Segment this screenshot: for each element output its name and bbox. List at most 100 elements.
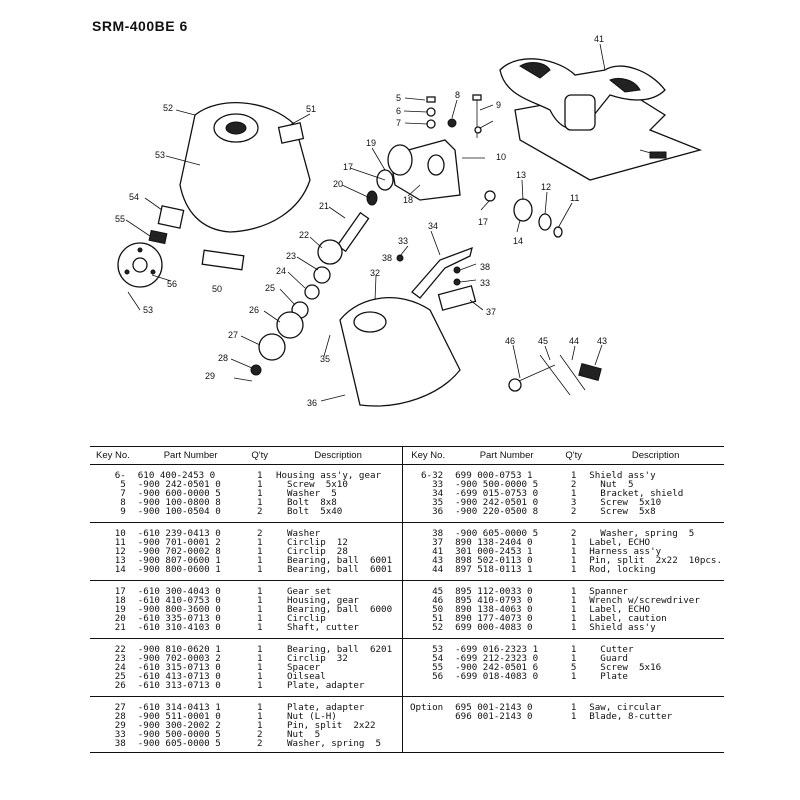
callout-14: 14 — [513, 236, 523, 246]
shield-52-drawing — [179, 102, 311, 233]
cell-desc: Guard — [589, 653, 628, 664]
cell-part: 696 001-2143 0 — [455, 711, 533, 722]
cell-desc — [587, 681, 724, 697]
callout-35: 35 — [320, 354, 330, 364]
callout-46: 46 — [505, 336, 515, 346]
cell-key: 33 — [114, 729, 126, 740]
circlip-20 — [366, 190, 378, 206]
callout-23: 23 — [286, 251, 296, 261]
cell-key: 8 — [120, 497, 126, 508]
cell-key — [402, 721, 454, 730]
cell-qty: 1 — [570, 613, 577, 624]
cell-part: -900 605-0000 5 — [135, 739, 246, 753]
cell-key: 28 — [114, 711, 126, 722]
cell-desc — [587, 730, 724, 739]
callout-33b: 33 — [480, 278, 490, 288]
cell-qty: 1 — [570, 644, 577, 655]
cell-desc: Screw 5x16 — [589, 662, 662, 673]
circlip-12 — [538, 213, 552, 231]
cell-part: 695 001-2143 0 — [455, 702, 533, 713]
cell-qty: 1 — [256, 702, 263, 713]
cell-desc: Wrench w/screwdriver — [589, 595, 700, 606]
callout-27: 27 — [228, 330, 238, 340]
cell-part: -900 511-0001 0 — [137, 711, 221, 722]
cell-desc: Saw, circular — [589, 702, 662, 713]
cell-qty: 5 — [570, 662, 577, 673]
callout-8: 8 — [455, 90, 460, 100]
cell-part: 897 518-0113 1 — [453, 565, 561, 581]
cell-desc: Nut 5 — [275, 729, 321, 740]
cell-part: -900 242-0501 6 — [455, 662, 539, 673]
tools-drawing — [508, 354, 602, 396]
screw-55 — [148, 229, 168, 245]
harness-assy-drawing — [499, 58, 703, 181]
cell-desc: Housing ass'y, gear — [275, 470, 382, 481]
label-caution-51 — [277, 122, 305, 144]
cell-qty — [560, 681, 588, 697]
cell-desc: Nut 5 — [589, 479, 634, 490]
cell-desc: Oilseal — [275, 671, 326, 682]
cell-qty: 1 — [570, 537, 577, 548]
callout-55: 55 — [115, 214, 125, 224]
callout-12: 12 — [541, 182, 551, 192]
page-title: SRM-400BE 6 — [92, 18, 188, 34]
cell-key: 53 — [402, 638, 454, 654]
cell-qty: 1 — [570, 488, 577, 499]
cell-key: 54 — [402, 654, 454, 663]
cell-key: 10 — [114, 528, 126, 539]
cell-qty: 2 — [560, 507, 588, 523]
cell-part: -610 410-0753 0 — [137, 595, 221, 606]
cell-qty: 1 — [256, 488, 263, 499]
bearing-22 — [317, 239, 343, 265]
cell-part: -900 242-0501 0 — [455, 497, 539, 508]
cell-part: -900 600-0000 5 — [137, 488, 221, 499]
cell-part: 699 000-0753 1 — [455, 470, 533, 481]
cell-desc: Shield ass'y — [589, 470, 656, 481]
cell-key: 12 — [114, 546, 126, 557]
cell-part: 890 138-2404 0 — [455, 537, 533, 548]
cell-desc: Washer, spring 5 — [273, 739, 403, 753]
cell-key: 5 — [120, 479, 126, 490]
cell-key: 6-32 — [402, 464, 454, 480]
cell-qty — [560, 721, 587, 730]
cell-qty: 1 — [256, 586, 263, 597]
cell-desc: Nut (L-H) — [275, 711, 337, 722]
cell-qty: 1 — [256, 595, 263, 606]
cell-desc: Spanner — [589, 586, 628, 597]
cell-key: 20 — [114, 613, 126, 624]
callout-labels: 41 5 6 7 8 9 10 13 12 11 52 51 53 19 17 … — [115, 34, 607, 408]
callout-52: 52 — [163, 103, 173, 113]
cell-desc: Pin, split 2x22 10pcs. — [589, 555, 722, 566]
cell-part: 898 502-0113 0 — [455, 555, 533, 566]
callout-26: 26 — [249, 305, 259, 315]
cell-part — [453, 681, 561, 697]
callout-33a: 33 — [398, 236, 408, 246]
header-part-number: Part Number — [135, 446, 246, 465]
label-echo-37 — [437, 285, 477, 311]
cell-part: -610 239-0413 0 — [137, 528, 221, 539]
callout-38b: 38 — [480, 262, 490, 272]
cell-key: 52 — [402, 623, 454, 639]
cell-desc: Gear set — [275, 586, 332, 597]
cell-desc: Plate, adapter — [273, 681, 403, 697]
bearing-13 — [513, 198, 533, 222]
cell-part: 895 112-0033 0 — [455, 586, 533, 597]
cell-desc: Screw 5x10 — [275, 479, 348, 490]
circlip-23 — [313, 266, 331, 284]
cell-part — [453, 721, 560, 730]
callout-51: 51 — [306, 104, 316, 114]
cell-qty: 1 — [570, 470, 577, 481]
cell-desc: Pin, split 2x22 — [275, 720, 376, 731]
callout-43: 43 — [597, 336, 607, 346]
cell-part: -900 800-0600 1 — [135, 565, 246, 581]
shield-32-drawing — [339, 297, 461, 407]
cell-desc: Circlip 28 — [275, 546, 348, 557]
cell-qty: 1 — [570, 604, 577, 615]
cell-qty: 2 — [570, 528, 577, 539]
nut-28 — [250, 364, 262, 376]
cell-key: 36 — [402, 507, 454, 523]
